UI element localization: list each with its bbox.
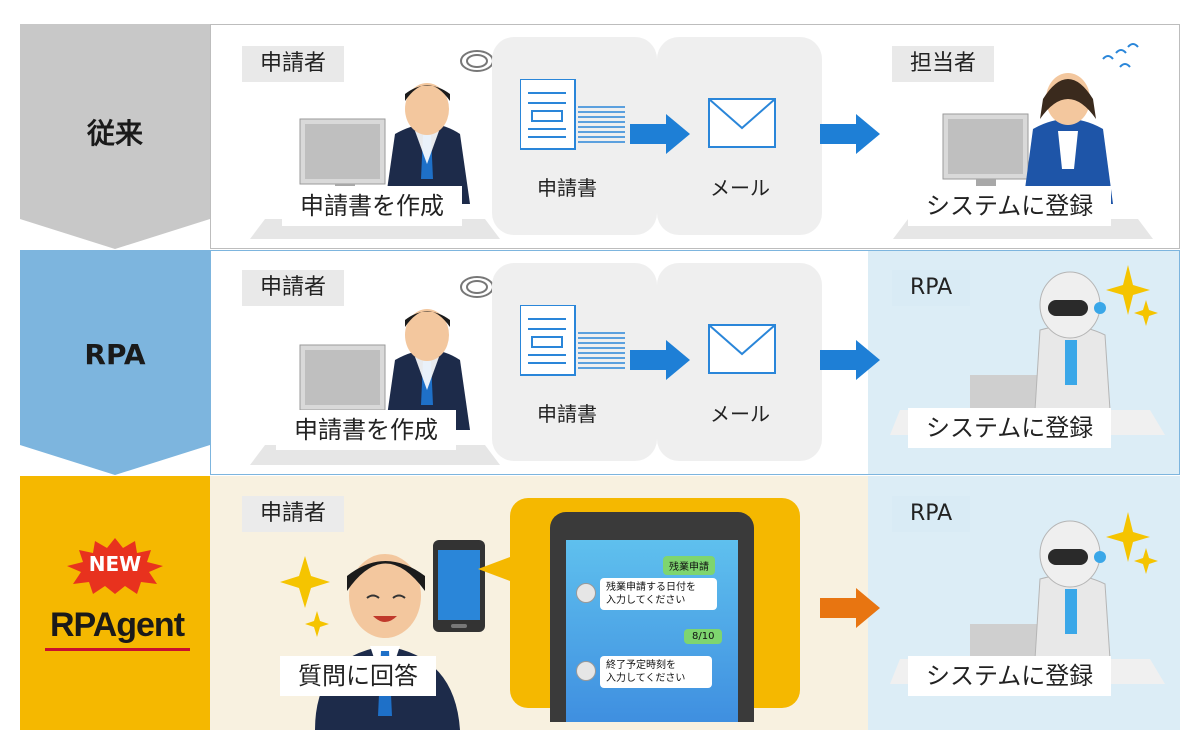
chat-message-user-1: 残業申請 bbox=[663, 556, 715, 575]
rpa-tag: RPA bbox=[892, 496, 971, 532]
applicant-tag: 申請者 bbox=[242, 46, 345, 82]
arrow-doc-to-mail bbox=[630, 340, 690, 380]
bot-message-line: 入力してください bbox=[606, 595, 686, 606]
smartphone-icon bbox=[433, 540, 485, 632]
bot-avatar-icon bbox=[576, 583, 596, 603]
mail-label: メール bbox=[710, 176, 770, 200]
speech-pointer bbox=[478, 554, 518, 584]
document-label: 申請書 bbox=[537, 402, 597, 426]
document-icon bbox=[520, 305, 625, 376]
document-icon bbox=[520, 79, 625, 150]
arrow-doc-to-mail bbox=[630, 114, 690, 154]
row-label: 従来 bbox=[86, 117, 143, 150]
document-label: 申請書 bbox=[537, 176, 597, 200]
bot-message-line: 入力してください bbox=[606, 673, 686, 684]
chat-message-bot-2: 終了予定時刻を 入力してください bbox=[600, 656, 712, 688]
new-badge-burst bbox=[67, 538, 163, 594]
applicant-tag: 申請者 bbox=[242, 270, 345, 306]
applicant-caption: 申請書を作成 bbox=[276, 410, 456, 450]
new-badge-text: NEW bbox=[88, 552, 142, 576]
bot-avatar-icon bbox=[576, 661, 596, 681]
rpa-tag: RPA bbox=[892, 270, 971, 306]
applicant-caption: 申請書を作成 bbox=[282, 186, 462, 226]
rpa-caption: システムに登録 bbox=[908, 408, 1112, 448]
mail-label: メール bbox=[710, 402, 770, 426]
rpagent-logo-underline bbox=[45, 648, 190, 651]
row-rpagent: NEW RPAgent 申請者 質問に回答 残業申請 残業申請する日付を 入力し… bbox=[20, 476, 1180, 730]
arrow-mail-to-system bbox=[820, 114, 880, 154]
arrow-chat-to-system bbox=[820, 588, 880, 628]
bot-message-line: 終了予定時刻を bbox=[606, 660, 676, 671]
row-label: RPA bbox=[84, 338, 146, 371]
row-conventional: 従来 申請者 申請書を作成 申請書 bbox=[20, 24, 1180, 249]
staff-tag: 担当者 bbox=[892, 46, 995, 82]
rpagent-logo: RPAgent bbox=[49, 606, 185, 644]
applicant-caption: 質問に回答 bbox=[280, 656, 436, 696]
applicant-tag: 申請者 bbox=[242, 496, 345, 532]
arrow-mail-to-system bbox=[820, 340, 880, 380]
row-label-chevron bbox=[20, 250, 210, 475]
row-rpa: RPA 申請者 申請書を作成 申請書 bbox=[20, 250, 1180, 475]
row-label-box bbox=[20, 476, 210, 730]
applicant-at-desk-illustration bbox=[250, 50, 500, 239]
rpa-caption: システムに登録 bbox=[908, 656, 1112, 696]
chat-message-user-2: 8/10 bbox=[684, 629, 723, 644]
bot-message-line: 残業申請する日付を bbox=[606, 582, 696, 593]
mail-icon bbox=[708, 324, 776, 374]
row-label-chevron bbox=[20, 24, 210, 249]
chat-message-bot-1: 残業申請する日付を 入力してください bbox=[600, 578, 717, 610]
mail-icon bbox=[708, 98, 776, 148]
staff-caption: システムに登録 bbox=[908, 186, 1112, 226]
